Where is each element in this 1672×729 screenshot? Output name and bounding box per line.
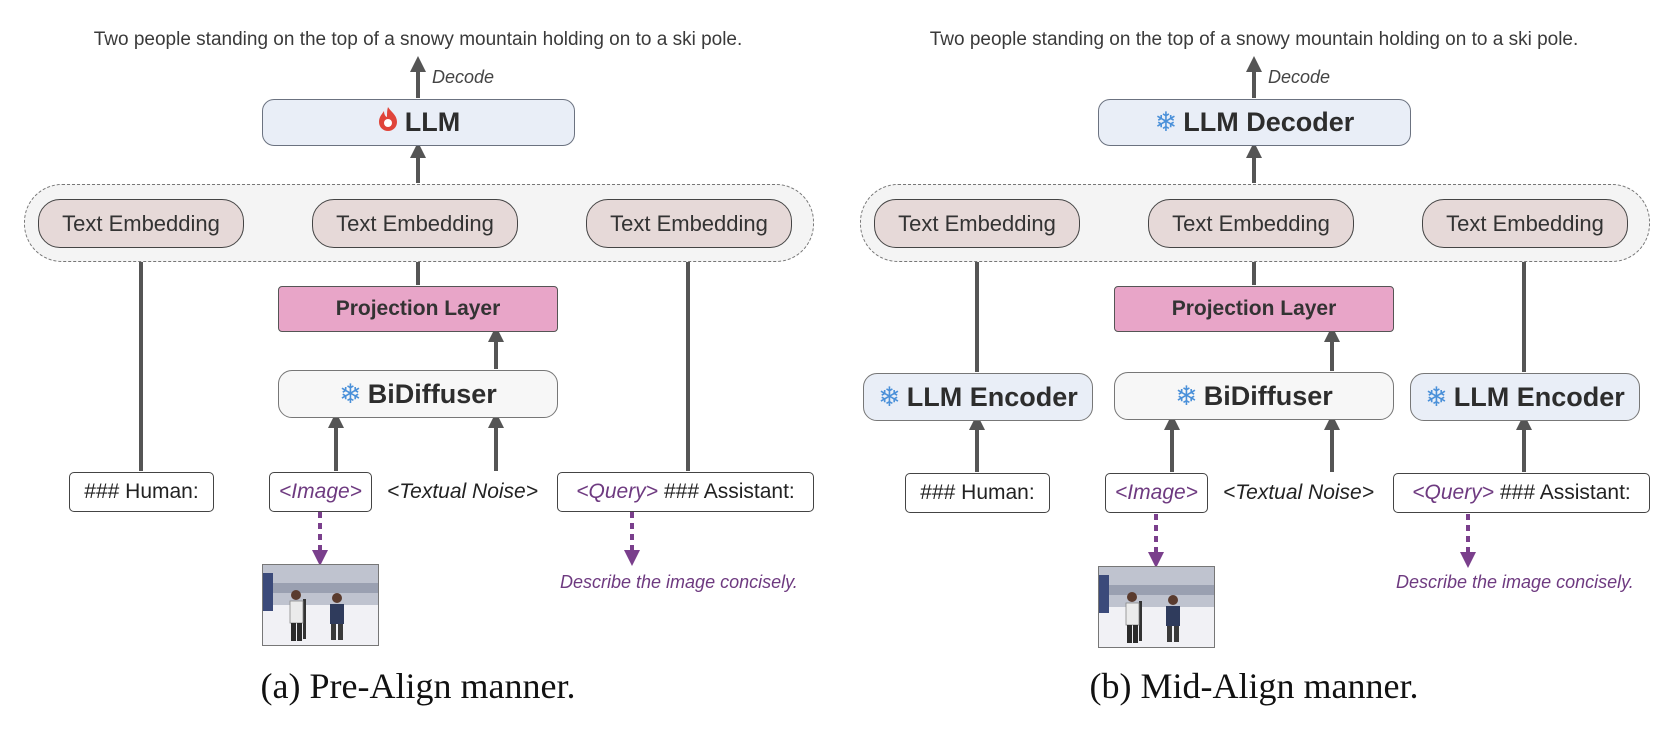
bidiffuser-box: ❄ BiDiffuser xyxy=(1114,372,1394,420)
decode-label: Decode xyxy=(432,67,495,87)
arrows-layer xyxy=(133,56,696,566)
llm-encoder-left-label: LLM Encoder xyxy=(906,381,1078,412)
arrows-layer xyxy=(969,56,1532,568)
human-input: ### Human: xyxy=(69,472,214,512)
projection-layer: Projection Layer xyxy=(1114,286,1394,332)
human-input: ### Human: xyxy=(905,473,1050,513)
assistant-label: ### Assistant: xyxy=(1499,481,1631,504)
instruction-text: Describe the image concisely. xyxy=(560,572,798,592)
instruction-text: Describe the image concisely. xyxy=(1396,572,1634,592)
panel-mid-align: Two people standing on the top of a snow… xyxy=(836,0,1672,729)
caption-b: (b) Mid-Align manner. xyxy=(1089,666,1419,706)
llm-encoder-right-label: LLM Encoder xyxy=(1453,381,1625,412)
textual-noise-token: <Textual Noise> xyxy=(387,480,538,503)
query-token: <Query> xyxy=(576,480,658,503)
text-embedding-middle: Text Embedding xyxy=(312,199,518,248)
llm-decoder-box: ❄ LLM Decoder xyxy=(1098,99,1411,146)
projection-layer: Projection Layer xyxy=(278,286,558,332)
bidiffuser-label: BiDiffuser xyxy=(367,378,497,409)
ski-photo xyxy=(1098,566,1215,648)
decode-label: Decode xyxy=(1268,67,1331,87)
snowflake-icon: ❄ xyxy=(878,381,901,412)
bidiffuser-box: ❄ BiDiffuser xyxy=(278,370,558,418)
image-token-input: <Image> xyxy=(269,472,372,512)
ski-photo xyxy=(262,564,379,646)
llm-encoder-right: ❄ LLM Encoder xyxy=(1410,373,1640,421)
snowflake-icon: ❄ xyxy=(339,378,362,409)
text-embedding-middle: Text Embedding xyxy=(1148,199,1354,248)
output-caption-text: Two people standing on the top of a snow… xyxy=(929,29,1579,50)
snowflake-icon: ❄ xyxy=(1154,107,1178,137)
text-embedding-right: Text Embedding xyxy=(586,199,792,248)
text-embedding-left: Text Embedding xyxy=(38,199,244,248)
output-caption-text: Two people standing on the top of a snow… xyxy=(93,29,743,50)
query-assistant-input: <Query> ### Assistant: xyxy=(557,472,814,512)
text-embedding-left: Text Embedding xyxy=(874,199,1080,248)
text-embedding-right: Text Embedding xyxy=(1422,199,1628,248)
fire-icon xyxy=(377,106,399,139)
llm-label: LLM xyxy=(404,107,461,137)
llm-decoder-label: LLM Decoder xyxy=(1183,107,1355,137)
llm-encoder-left: ❄ LLM Encoder xyxy=(863,373,1093,421)
caption-a: (a) Pre-Align manner. xyxy=(260,666,576,706)
image-token-input: <Image> xyxy=(1105,473,1208,513)
llm-box: LLM xyxy=(262,99,575,146)
snowflake-icon: ❄ xyxy=(1425,381,1448,412)
bidiffuser-label: BiDiffuser xyxy=(1203,380,1333,411)
panel-pre-align: Two people standing on the top of a snow… xyxy=(24,29,814,706)
snowflake-icon: ❄ xyxy=(1175,380,1198,411)
query-token: <Query> xyxy=(1412,481,1494,504)
assistant-label: ### Assistant: xyxy=(663,480,795,503)
query-assistant-input: <Query> ### Assistant: xyxy=(1393,473,1650,513)
textual-noise-token: <Textual Noise> xyxy=(1223,481,1374,504)
